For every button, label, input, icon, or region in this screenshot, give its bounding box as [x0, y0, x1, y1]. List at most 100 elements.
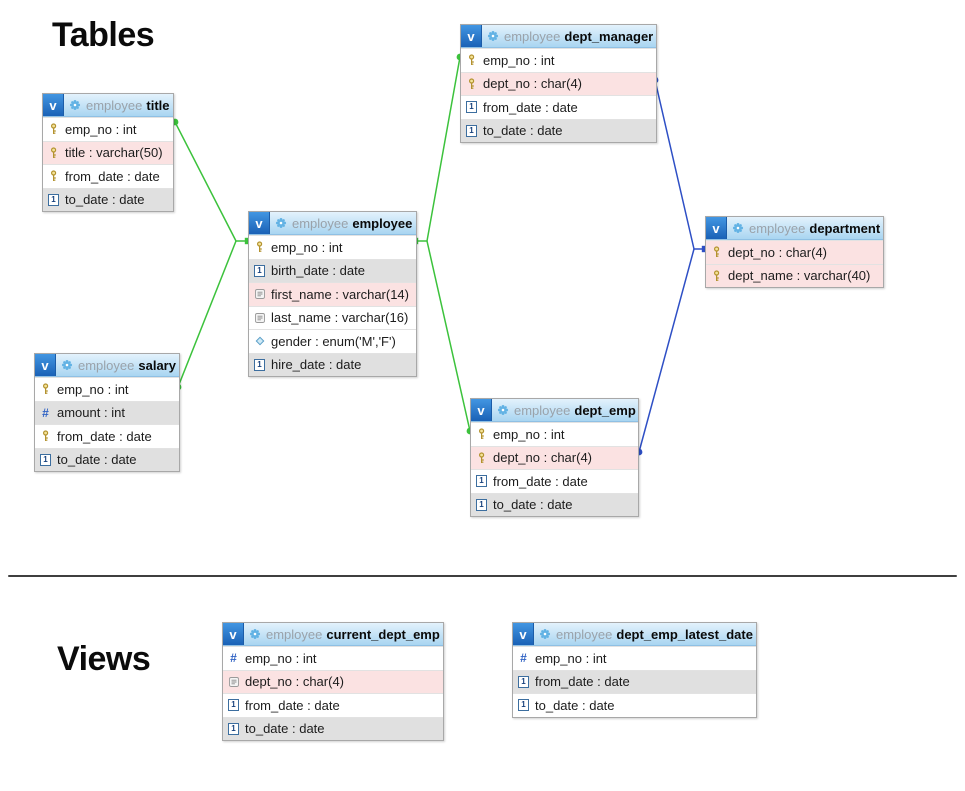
column-row[interactable]: emp_no : int	[43, 117, 173, 141]
table-name: department	[809, 220, 881, 236]
key-icon	[47, 146, 60, 159]
relationship-line[interactable]	[415, 56, 461, 242]
relationship-line[interactable]	[426, 240, 471, 432]
gear-icon	[731, 222, 744, 235]
column-label: hire_date : date	[271, 357, 362, 373]
view-badge-icon: v	[43, 94, 64, 116]
column-label: from_date : date	[483, 99, 578, 115]
column-label: dept_no : char(4)	[493, 450, 593, 466]
key-icon	[475, 428, 488, 441]
text-icon	[227, 675, 240, 688]
int-icon: #	[230, 651, 237, 666]
column-row[interactable]: dept_name : varchar(40)	[706, 263, 883, 287]
relationship-line[interactable]	[174, 121, 248, 242]
date-icon: 1	[253, 358, 266, 371]
column-label: from_date : date	[57, 428, 152, 444]
column-row[interactable]: 1 hire_date : date	[249, 352, 416, 376]
column-row[interactable]: # emp_no : int	[223, 646, 443, 670]
schema-name: employee	[266, 626, 323, 642]
column-label: title : varchar(50)	[65, 145, 163, 161]
schema-name: employee	[556, 626, 613, 642]
key-icon	[465, 54, 478, 67]
key-icon	[47, 123, 60, 136]
column-label: emp_no : int	[271, 239, 343, 255]
date-icon: 1	[465, 124, 478, 137]
column-row[interactable]: emp_no : int	[249, 235, 416, 259]
column-row[interactable]: emp_no : int	[471, 422, 638, 446]
column-row[interactable]: dept_no : char(4)	[706, 240, 883, 264]
date-icon: 1	[465, 101, 478, 114]
column-row[interactable]: emp_no : int	[35, 377, 179, 401]
column-row[interactable]: title : varchar(50)	[43, 140, 173, 164]
view-badge-icon: v	[471, 399, 492, 421]
relationship-line[interactable]	[177, 240, 237, 388]
column-label: amount : int	[57, 405, 125, 421]
column-row[interactable]: dept_no : char(4)	[461, 71, 656, 95]
column-label: to_date : date	[65, 192, 145, 208]
table-name: current_dept_emp	[326, 626, 440, 642]
column-row[interactable]: 1 to_date : date	[513, 693, 756, 717]
int-icon: #	[42, 405, 49, 420]
column-label: dept_no : char(4)	[245, 674, 345, 690]
view-badge-icon: v	[461, 25, 482, 47]
schema-name: employee	[504, 28, 561, 44]
date-icon: 1	[227, 722, 240, 735]
column-label: from_date : date	[535, 674, 630, 690]
column-row[interactable]: 1 from_date : date	[513, 669, 756, 693]
text-icon	[253, 288, 266, 301]
table-name: title	[146, 97, 170, 113]
column-row[interactable]: last_name : varchar(16)	[249, 305, 416, 329]
column-row[interactable]: 1 from_date : date	[461, 95, 656, 119]
column-label: from_date : date	[245, 697, 340, 713]
table-name: salary	[138, 357, 176, 373]
column-row[interactable]: from_date : date	[35, 424, 179, 448]
column-row[interactable]: dept_no : char(4)	[223, 669, 443, 693]
column-row[interactable]: #emp_no : int	[513, 646, 756, 670]
column-label: to_date : date	[57, 452, 137, 468]
tables-section-heading: Tables	[52, 16, 155, 54]
relationship-line[interactable]	[638, 248, 695, 453]
column-row[interactable]: # amount : int	[35, 400, 179, 424]
date-icon: 1	[517, 699, 530, 712]
relationship-line[interactable]	[654, 79, 705, 250]
column-row[interactable]: 1 to_date : date	[223, 716, 443, 740]
column-label: emp_no : int	[245, 650, 317, 666]
column-label: emp_no : int	[483, 52, 555, 68]
column-row[interactable]: emp_no : int	[461, 48, 656, 72]
gear-icon	[538, 628, 551, 641]
column-row[interactable]: dept_no : char(4)	[471, 445, 638, 469]
column-label: to_date : date	[535, 697, 615, 713]
column-row[interactable]: gender : enum('M','F')	[249, 329, 416, 353]
key-icon	[710, 269, 723, 282]
column-label: to_date : date	[245, 721, 325, 737]
column-row[interactable]: first_name : varchar(14)	[249, 282, 416, 306]
date-icon: 1	[517, 675, 530, 688]
column-row[interactable]: from_date : date	[43, 164, 173, 188]
